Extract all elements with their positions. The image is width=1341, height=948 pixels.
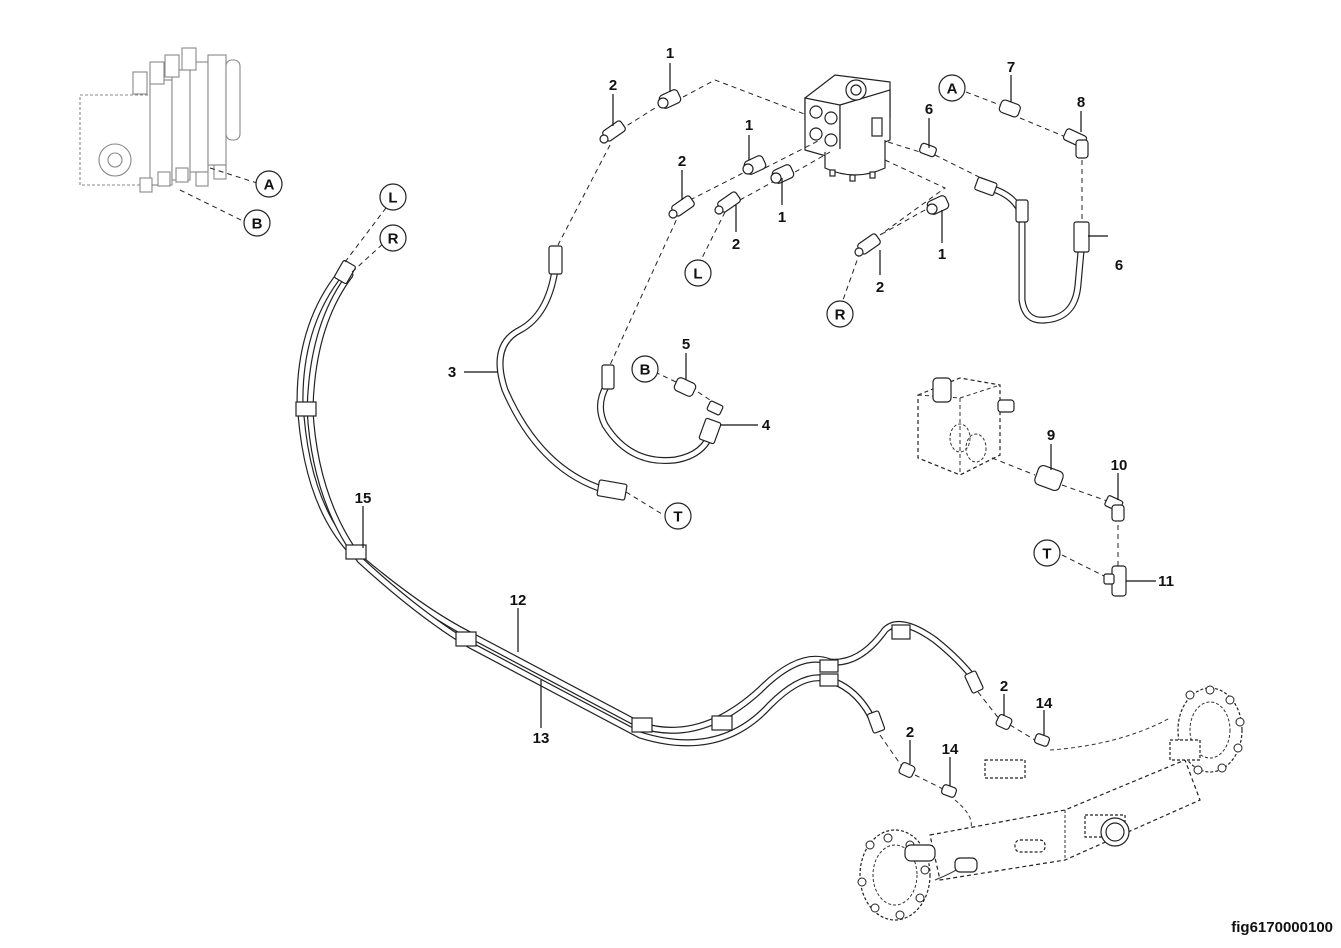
- callout-15: 15: [355, 490, 372, 507]
- priority-valve: [917, 377, 1015, 476]
- connector-T-valve: T: [1033, 539, 1061, 567]
- callout-12: 12: [510, 592, 527, 609]
- elbow-2e: [995, 713, 1013, 731]
- hose-6: [974, 176, 1090, 324]
- callout-9: 9: [1047, 427, 1055, 444]
- callout-6: 6: [925, 101, 933, 118]
- steering-unit: [804, 74, 891, 182]
- svg-text:A: A: [947, 81, 958, 98]
- svg-text:L: L: [388, 190, 397, 207]
- callout-1: 1: [666, 45, 674, 62]
- fitting-14b: [940, 784, 958, 798]
- steering-axle: [857, 685, 1245, 921]
- svg-text:T: T: [673, 509, 682, 526]
- callout-7: 7: [1007, 59, 1015, 76]
- connector-R-hose: R: [379, 224, 407, 252]
- hose-13: [306, 271, 879, 747]
- tee-11: [1103, 565, 1127, 597]
- svg-text:R: R: [388, 231, 399, 248]
- elbow-2d: [854, 233, 881, 257]
- svg-text:T: T: [1042, 546, 1051, 563]
- fitting-1c: [770, 164, 795, 184]
- control-valve-assembly: [79, 47, 241, 193]
- clamps-15: [295, 401, 911, 733]
- connector-A-steering: A: [938, 74, 966, 102]
- fitting-6: [919, 142, 937, 158]
- connector-L-hose: L: [379, 183, 407, 211]
- connector-B-valve: B: [243, 209, 271, 237]
- fitting-4-end: [706, 400, 724, 416]
- svg-text:L: L: [693, 266, 702, 283]
- fitting-5: [673, 377, 697, 397]
- callout-2: 2: [609, 77, 617, 94]
- callout-3: 3: [448, 364, 456, 381]
- callout-14: 14: [942, 741, 959, 758]
- elbow-2a: [599, 120, 626, 144]
- callout-8: 8: [1077, 94, 1085, 111]
- fitting-14a: [1033, 733, 1051, 747]
- hose-3: [496, 245, 628, 501]
- elbow-2f: [898, 761, 916, 779]
- callout-2: 2: [876, 279, 884, 296]
- connector-L-steering: L: [684, 259, 712, 287]
- callout-1: 1: [745, 117, 753, 134]
- elbow-8: [1062, 128, 1089, 159]
- svg-text:R: R: [835, 307, 846, 324]
- figure-reference: fig6170000100: [1231, 919, 1333, 936]
- callout-11: 11: [1158, 573, 1174, 590]
- callout-5: 5: [682, 336, 690, 353]
- callout-1: 1: [938, 246, 946, 263]
- svg-text:B: B: [640, 362, 651, 379]
- hose-4: [597, 364, 722, 465]
- callout-2: 2: [732, 236, 740, 253]
- fitting-7: [998, 99, 1021, 118]
- connector-B-hose: B: [631, 355, 659, 383]
- svg-text:B: B: [252, 216, 263, 233]
- callout-1: 1: [778, 209, 786, 226]
- fitting-1a: [657, 89, 682, 109]
- callout-6: 6: [1115, 257, 1123, 274]
- callout-10: 10: [1111, 457, 1128, 474]
- connector-T-hose: T: [664, 502, 692, 530]
- elbow-2c: [714, 191, 741, 215]
- callout-2: 2: [1000, 678, 1008, 695]
- fitting-1d: [926, 195, 950, 215]
- elbow-10: [1104, 495, 1125, 522]
- connector-R-steering: R: [826, 300, 854, 328]
- callout-13: 13: [533, 730, 550, 747]
- callout-14: 14: [1036, 695, 1053, 712]
- fitting-1b: [742, 155, 767, 175]
- fitting-9: [1034, 464, 1064, 492]
- svg-text:A: A: [264, 177, 275, 194]
- connector-A-valve: A: [255, 170, 283, 198]
- callout-2: 2: [906, 724, 914, 741]
- callout-2: 2: [678, 153, 686, 170]
- callout-4: 4: [762, 417, 771, 434]
- elbow-2b: [668, 195, 695, 219]
